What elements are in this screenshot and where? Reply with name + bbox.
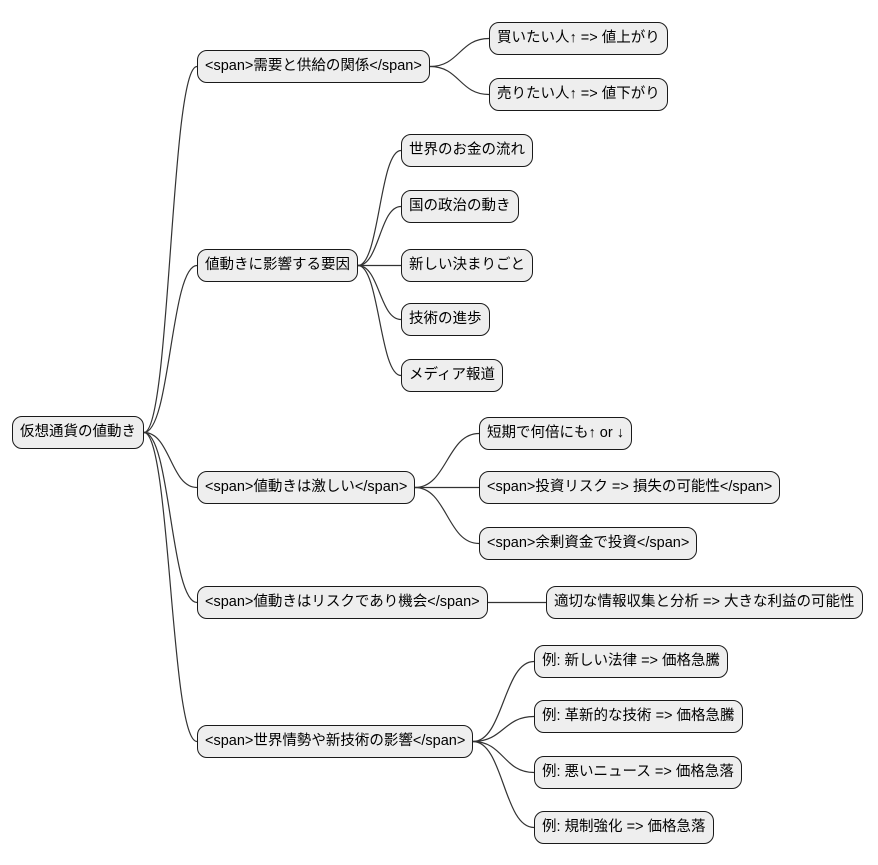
edge-connector (472, 660, 535, 743)
leaf-tech-progress: 技術の進歩 (401, 303, 490, 336)
edge-connector (143, 264, 198, 434)
edge-connector (357, 205, 402, 267)
branch-risk-and-opportunity: <span>値動きはリスクであり機会</span> (197, 586, 488, 619)
edge-connector (143, 431, 198, 604)
edge-connector (429, 65, 490, 96)
edge-connector (472, 715, 535, 743)
node-root-crypto-price: 仮想通貨の値動き (12, 416, 144, 449)
edge-connector (429, 37, 490, 68)
leaf-innovative-tech-price-surge: 例: 革新的な技術 => 価格急騰 (534, 700, 743, 733)
branch-demand-supply: <span>需要と供給の関係</span> (197, 50, 430, 83)
edge-connector (357, 149, 402, 267)
leaf-media-coverage: メディア報道 (401, 359, 503, 392)
branch-world-events-new-tech: <span>世界情勢や新技術の影響</span> (197, 725, 474, 758)
edge-connector (357, 264, 402, 321)
leaf-short-term-swings: 短期で何倍にも↑ or ↓ (479, 417, 632, 450)
leaf-new-rules: 新しい決まりごと (401, 249, 533, 282)
edge-connector (414, 486, 480, 545)
branch-influencing-factors: 値動きに影響する要因 (197, 249, 358, 282)
leaf-regulation-price-plunge: 例: 規制強化 => 価格急落 (534, 811, 714, 844)
leaf-global-money-flow: 世界のお金の流れ (401, 134, 533, 167)
leaf-sellers-up-price-down: 売りたい人↑ => 値下がり (489, 78, 668, 111)
leaf-buyers-up-price-up: 買いたい人↑ => 値上がり (489, 22, 668, 55)
leaf-investment-risk-loss: <span>投資リスク => 損失の可能性</span> (479, 471, 781, 504)
edge-connector (414, 432, 480, 489)
leaf-national-politics: 国の政治の動き (401, 190, 519, 223)
leaf-info-analysis-big-profit: 適切な情報収集と分析 => 大きな利益の可能性 (546, 586, 863, 619)
edge-connector (472, 740, 535, 829)
leaf-invest-surplus-funds: <span>余剰資金で投資</span> (479, 527, 698, 560)
edge-connector (143, 65, 198, 434)
branch-high-volatility: <span>値動きは激しい</span> (197, 471, 416, 504)
edge-connector (472, 740, 535, 774)
leaf-bad-news-price-plunge: 例: 悪いニュース => 価格急落 (534, 756, 742, 789)
edge-connector (143, 431, 198, 489)
leaf-new-law-price-surge: 例: 新しい法律 => 価格急騰 (534, 645, 729, 678)
edge-connector (357, 264, 402, 377)
edge-connector (143, 431, 198, 743)
